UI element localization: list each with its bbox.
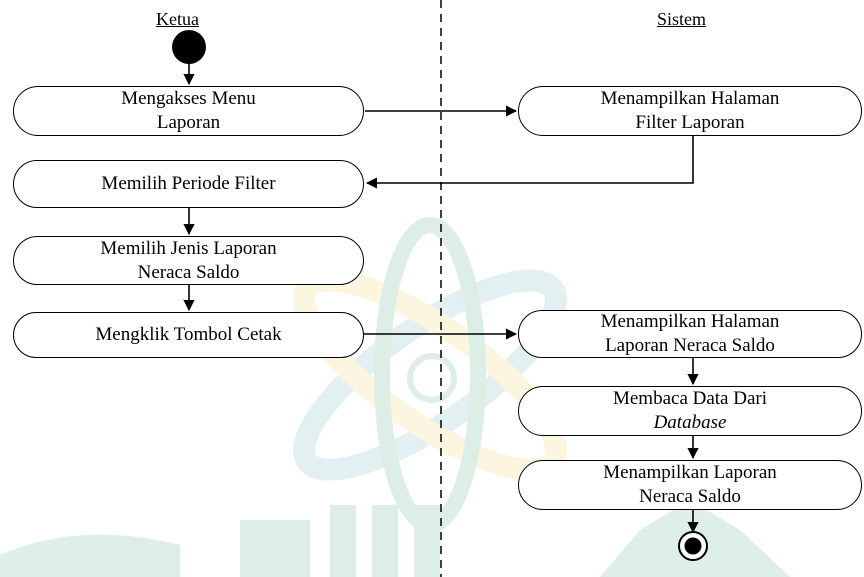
activity-menampilkan-halaman-laporan: Menampilkan Halaman Laporan Neraca Saldo (518, 310, 862, 358)
activity-memilih-periode-filter: Memilih Periode Filter (13, 160, 364, 208)
activity-label: Memilih Periode Filter (101, 173, 276, 194)
start-node (172, 30, 206, 64)
lane-header-sistem: Sistem (657, 9, 707, 29)
activity-menampilkan-laporan-neraca: Menampilkan Laporan Neraca Saldo (518, 460, 862, 510)
activity-label: Memilih Jenis Laporan Neraca Saldo (100, 237, 277, 283)
activity-label: Mengakses Menu Laporan (121, 88, 256, 133)
activity-menampilkan-halaman-filter: Menampilkan Halaman Filter Laporan (518, 86, 862, 136)
activity-label: Menampilkan Halaman Laporan Neraca Saldo (600, 311, 780, 356)
activity-memilih-jenis-laporan: Memilih Jenis Laporan Neraca Saldo (13, 236, 364, 285)
activity-label-line1: Membaca Data Dari (612, 388, 768, 409)
activity-label-line2: Database (653, 412, 727, 433)
activity-label: Menampilkan Halaman Filter Laporan (600, 88, 780, 133)
lane-header-ketua: Ketua (156, 9, 199, 29)
arrow-filter-to-periode (365, 136, 694, 189)
activity-label: Mengklik Tombol Cetak (95, 324, 282, 345)
activity-label: Menampilkan Laporan Neraca Saldo (603, 462, 777, 507)
end-node-inner (684, 537, 702, 555)
activity-mengklik-tombol-cetak: Mengklik Tombol Cetak (13, 312, 364, 358)
activity-mengakses-menu-laporan: Mengakses Menu Laporan (13, 86, 364, 136)
